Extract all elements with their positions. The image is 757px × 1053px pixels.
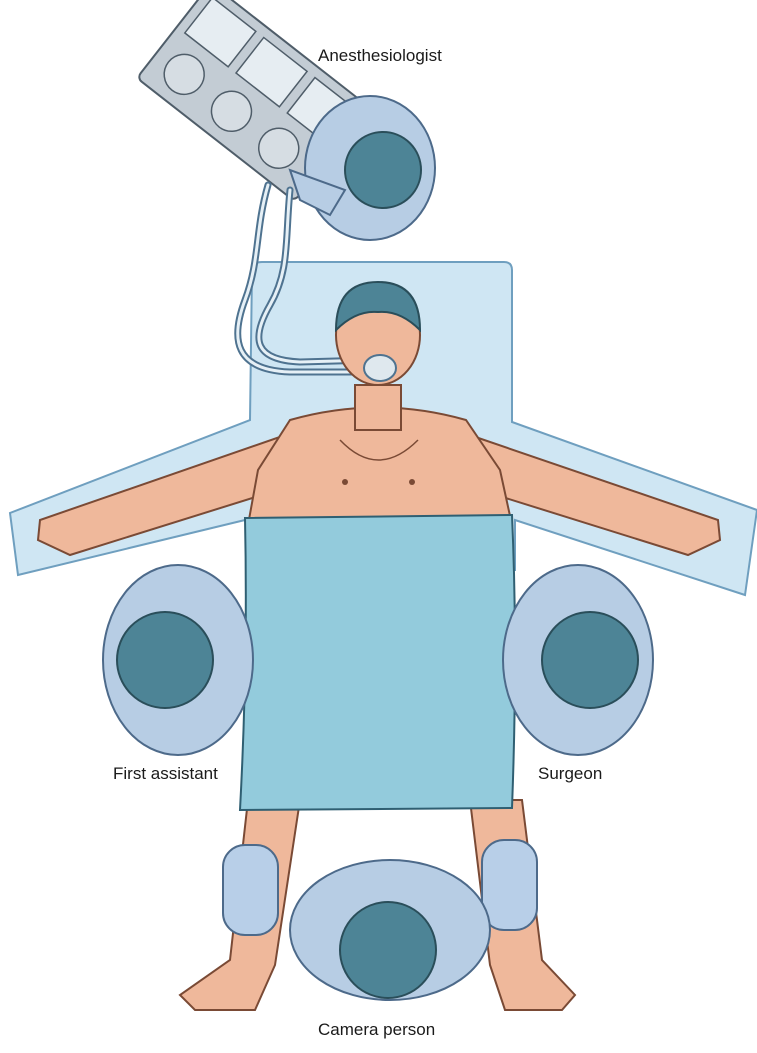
- surgeon-figure: [503, 565, 653, 755]
- camera-person-figure: [290, 860, 490, 1000]
- first-assistant-label: First assistant: [113, 764, 218, 784]
- anesthesiologist-label: Anesthesiologist: [318, 46, 442, 66]
- surgeon-label: Surgeon: [538, 764, 602, 784]
- camera-person-label: Camera person: [318, 1020, 435, 1040]
- surgical-drape: [240, 515, 515, 810]
- first-assistant-figure: [103, 565, 253, 755]
